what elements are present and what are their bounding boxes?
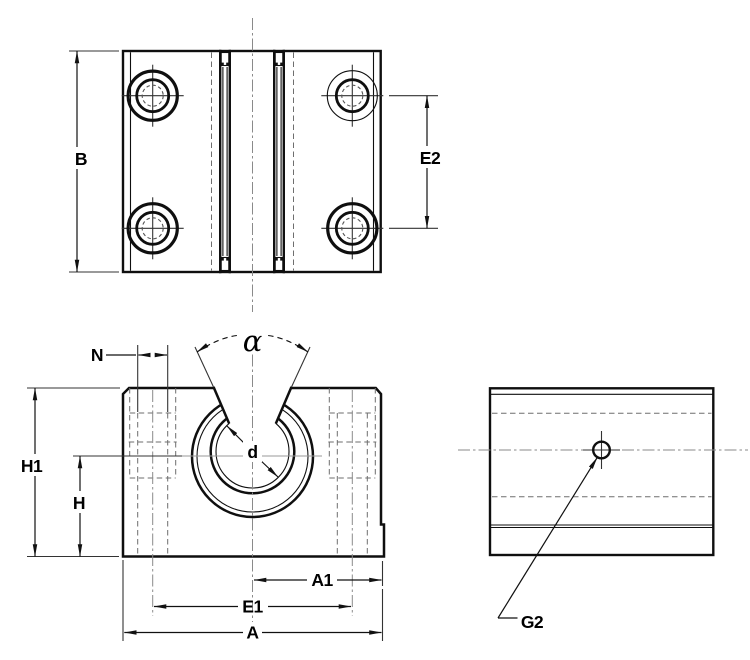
dim-N: N [91, 345, 169, 412]
dim-label-B: B [75, 149, 87, 169]
dim-H1: H1 [15, 387, 120, 558]
dim-alpha: α [194, 324, 311, 388]
bolt-hole-top-right [321, 64, 384, 127]
dim-label-G2: G2 [521, 612, 544, 632]
top-view: B E2 [68, 18, 443, 312]
front-view: α N d H1 [15, 324, 386, 643]
bolt-hole-bottom-left [121, 197, 184, 260]
dim-label-E2: E2 [420, 148, 441, 168]
seal-slot-right [273, 49, 285, 274]
dim-E2: E2 [389, 95, 443, 229]
dim-label-N: N [91, 345, 103, 365]
dim-H: H [69, 455, 90, 557]
bolt-hole-top-left [121, 64, 184, 127]
dim-E1: E1 [153, 597, 352, 617]
dim-label-A1: A1 [311, 570, 333, 590]
dim-G2: G2 [497, 457, 598, 632]
dim-label-A: A [246, 623, 259, 643]
dim-label-d: d [247, 442, 257, 462]
seal-slot-left [218, 49, 232, 274]
dim-A: A [122, 560, 384, 643]
lube-hole [583, 431, 620, 469]
dim-label-alpha: α [243, 324, 263, 358]
bolt-hole-bottom-right [321, 197, 384, 260]
hidden-bolt-hole-left [128, 388, 177, 616]
dim-d: d [226, 425, 279, 478]
dim-A1: A1 [253, 561, 384, 590]
dim-label-E1: E1 [242, 597, 263, 617]
dim-label-H: H [73, 493, 85, 513]
dim-B: B [68, 50, 119, 273]
side-view: G2 [458, 387, 748, 632]
hidden-bolt-hole-right [328, 388, 377, 616]
dim-label-H1: H1 [21, 456, 43, 476]
